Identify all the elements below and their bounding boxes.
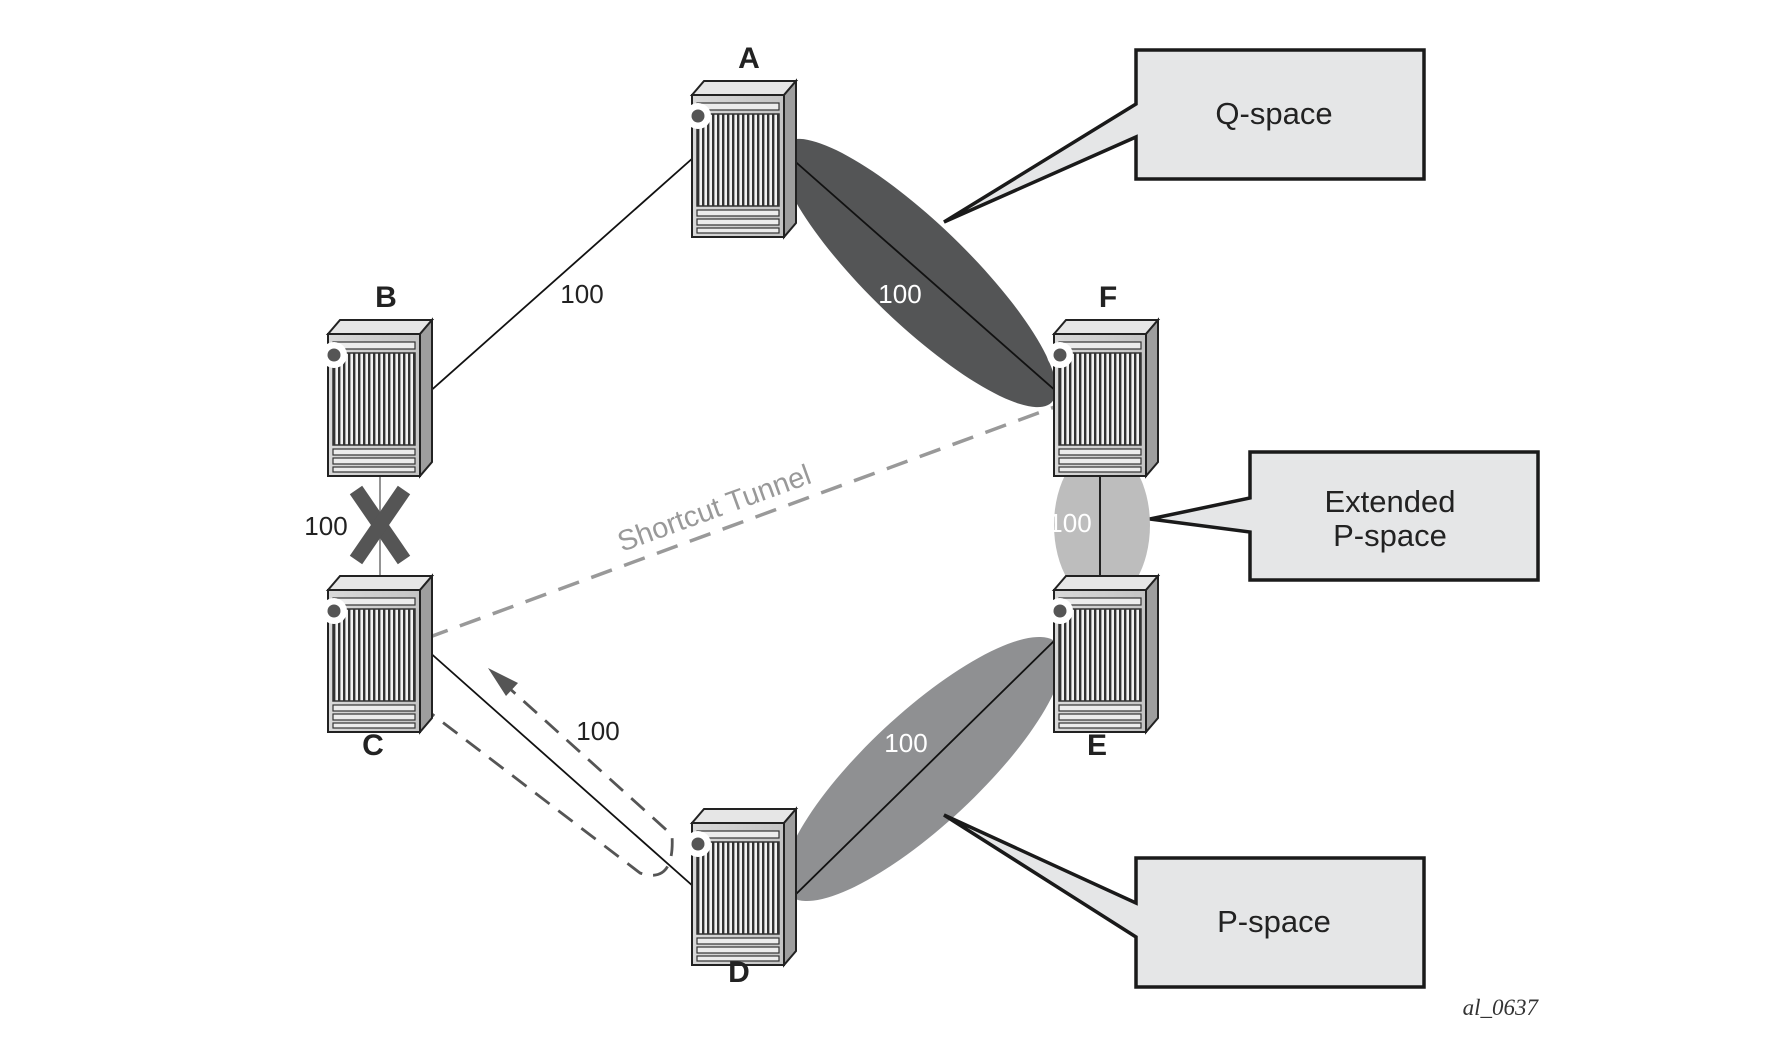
router-b [320,319,433,477]
router-a [684,80,797,238]
router-c [320,575,433,733]
callout-p-space: P-space [943,813,1426,989]
metric-a-b: 100 [560,279,603,309]
extended-p-space-region [1054,447,1150,603]
callout-p-space-text: P-space [1217,904,1331,939]
figure-id: al_0637 [1463,995,1540,1020]
metric-e-f: 100 [1048,508,1091,538]
shortcut-tunnel: Shortcut Tunnel [426,403,1061,640]
node-label-e: E [1087,729,1107,762]
metric-c-d: 100 [576,716,619,746]
router-e [1046,575,1159,733]
link-c-d [426,649,695,888]
node-label-c: C [362,729,384,762]
metric-d-e: 100 [884,728,927,758]
node-label-f: F [1099,281,1117,314]
callout-q-space-text: Q-space [1215,96,1332,131]
link-d-e [789,637,1058,901]
metric-b-c: 100 [304,511,347,541]
metric-a-f: 100 [878,279,921,309]
callout-extended-p-space: Extended P-space [1149,450,1540,582]
q-space-region [779,138,1057,408]
callout-extended-p-space-text-line1: Extended [1325,484,1456,519]
callout-q-space: Q-space [943,48,1426,224]
links [379,156,1101,901]
node-label-b: B [375,281,397,314]
repair-path-arrowhead [488,668,518,696]
node-label-d: D [728,956,750,989]
shortcut-tunnel-label: Shortcut Tunnel [613,459,815,559]
link-a-b [426,156,695,395]
router-d [684,808,797,966]
link-a-f [789,156,1058,393]
node-label-a: A [738,42,760,75]
link-failure-mark [349,485,411,565]
repair-path [419,668,674,877]
router-f [1046,319,1159,477]
callout-extended-p-space-text-line2: P-space [1333,518,1447,553]
